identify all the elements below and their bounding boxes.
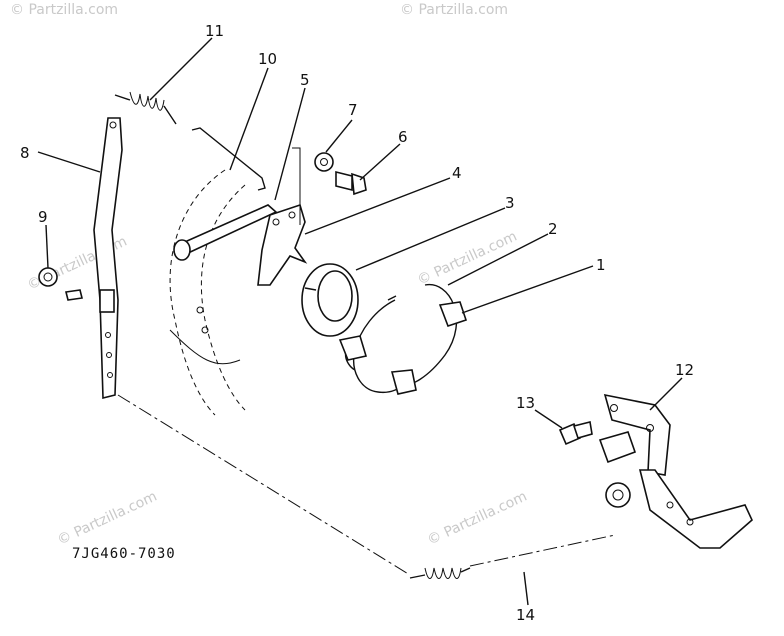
part-14-spring	[409, 567, 471, 579]
engine-housing-outline	[169, 169, 246, 416]
leader-lines	[37, 37, 683, 606]
callout-14: 14	[516, 606, 535, 624]
callout-12: 12	[675, 361, 694, 379]
callout-3: 3	[505, 194, 515, 212]
part-9-nut	[38, 267, 58, 287]
part-3-ring	[301, 263, 359, 337]
callout-9: 9	[38, 208, 48, 226]
part-4-plate	[257, 203, 308, 286]
watermark-text: © Partzilla.com	[10, 2, 118, 18]
clamp	[390, 369, 417, 395]
small-bolt	[65, 289, 83, 301]
watermark-text: © Partzilla.com	[415, 228, 520, 288]
reference-lines	[117, 147, 616, 576]
part-11-spring	[114, 91, 177, 125]
callout-11: 11	[205, 22, 224, 40]
callout-4: 4	[452, 164, 462, 182]
callout-2: 2	[548, 220, 558, 238]
part-code-label: 7JG460-7030	[72, 546, 176, 562]
watermark-text: © Partzilla.com	[400, 2, 508, 18]
part-7-washer	[314, 152, 334, 172]
part-6-bolt	[335, 170, 367, 196]
callout-13: 13	[516, 394, 535, 412]
clamp	[338, 335, 368, 361]
watermark-text: © Partzilla.com	[425, 488, 530, 548]
part-1-clamp	[438, 301, 468, 328]
callout-1: 1	[596, 256, 606, 274]
callout-labels: 1 2 3 4 5 6 7 8 9 10 11 12 13 14	[20, 22, 694, 624]
part-12-bracket-assembly	[598, 393, 753, 549]
watermark-text: © Partzilla.com	[55, 488, 160, 548]
part-13-bolt	[558, 421, 593, 446]
part-8-lever-arm	[93, 117, 123, 400]
part-5-bracket	[173, 204, 278, 261]
part-10-rod	[191, 127, 266, 191]
callout-7: 7	[348, 101, 358, 119]
callout-8: 8	[20, 144, 30, 162]
callout-6: 6	[398, 128, 408, 146]
callout-5: 5	[300, 71, 310, 89]
callout-10: 10	[258, 50, 277, 68]
